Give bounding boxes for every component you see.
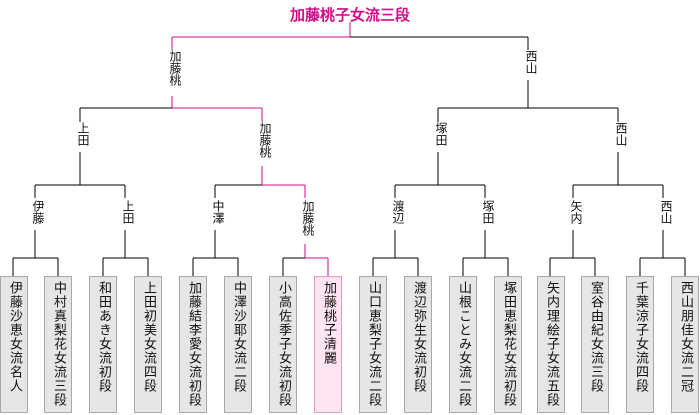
player-name: 加藤桃子清麗 bbox=[321, 281, 336, 365]
semi-name-l1: 上田 bbox=[70, 122, 90, 146]
final-left-name: 加藤桃 bbox=[162, 50, 182, 86]
player-name: 和田あき女流初段 bbox=[96, 281, 111, 393]
quarter-name-4: 加藤桃 bbox=[295, 200, 315, 236]
player-name: 塚田恵梨花女流初段 bbox=[501, 281, 516, 407]
player-name: 伊藤沙恵女流名人 bbox=[7, 281, 22, 393]
quarter-name-8: 西山 bbox=[653, 200, 673, 224]
player-name: 中澤沙耶女流二段 bbox=[231, 281, 246, 393]
player-name: 千葉涼子女流四段 bbox=[633, 281, 648, 393]
quarter-name-2: 上田 bbox=[115, 200, 135, 224]
player-name: 加藤結李愛女流初段 bbox=[186, 281, 201, 407]
player-name: 中村真梨花女流三段 bbox=[51, 281, 66, 407]
player-box: 千葉涼子女流四段 bbox=[626, 276, 654, 413]
player-box: 加藤結李愛女流初段 bbox=[179, 276, 207, 413]
quarter-name-6: 塚田 bbox=[475, 200, 495, 224]
semi-name-r1: 塚田 bbox=[428, 122, 448, 146]
player-box: 塚田恵梨花女流初段 bbox=[494, 276, 522, 413]
quarter-name-5: 渡辺 bbox=[385, 200, 405, 224]
quarter-name-7: 矢内 bbox=[563, 200, 583, 224]
player-box: 伊藤沙恵女流名人 bbox=[0, 276, 28, 413]
player-box: 中澤沙耶女流二段 bbox=[224, 276, 252, 413]
player-name: 室谷由紀女流三段 bbox=[588, 281, 603, 393]
player-box: 和田あき女流初段 bbox=[89, 276, 117, 413]
player-box: 上田初美女流四段 bbox=[134, 276, 162, 413]
player-box: 山口恵梨子女流二段 bbox=[359, 276, 387, 413]
player-box: 山根ことみ女流二段 bbox=[449, 276, 477, 413]
player-box: 中村真梨花女流三段 bbox=[44, 276, 72, 413]
quarter-name-3: 中澤 bbox=[205, 200, 225, 224]
player-name: 小高佐季子女流初段 bbox=[276, 281, 291, 407]
player-name: 上田初美女流四段 bbox=[141, 281, 156, 393]
semi-name-r2: 西山 bbox=[608, 122, 628, 146]
quarter-name-1: 伊藤 bbox=[25, 200, 45, 224]
winner-title: 加藤桃子女流三段 bbox=[289, 6, 410, 24]
player-name: 西山朋佳女流二冠 bbox=[678, 281, 693, 393]
player-box: 渡辺弥生女流初段 bbox=[404, 276, 432, 413]
player-name: 矢内理絵子女流五段 bbox=[544, 281, 559, 407]
semi-name-l2: 加藤桃 bbox=[252, 122, 272, 158]
player-box: 西山朋佳女流二冠 bbox=[671, 276, 699, 413]
final-right-name: 西山 bbox=[518, 50, 538, 74]
player-box: 室谷由紀女流三段 bbox=[581, 276, 609, 413]
player-name: 山口恵梨子女流二段 bbox=[366, 281, 381, 407]
player-name: 渡辺弥生女流初段 bbox=[411, 281, 426, 393]
player-box: 矢内理絵子女流五段 bbox=[537, 276, 565, 413]
player-box-winner: 加藤桃子清麗 bbox=[314, 276, 342, 413]
player-box: 小高佐季子女流初段 bbox=[269, 276, 297, 413]
player-name: 山根ことみ女流二段 bbox=[456, 281, 471, 407]
